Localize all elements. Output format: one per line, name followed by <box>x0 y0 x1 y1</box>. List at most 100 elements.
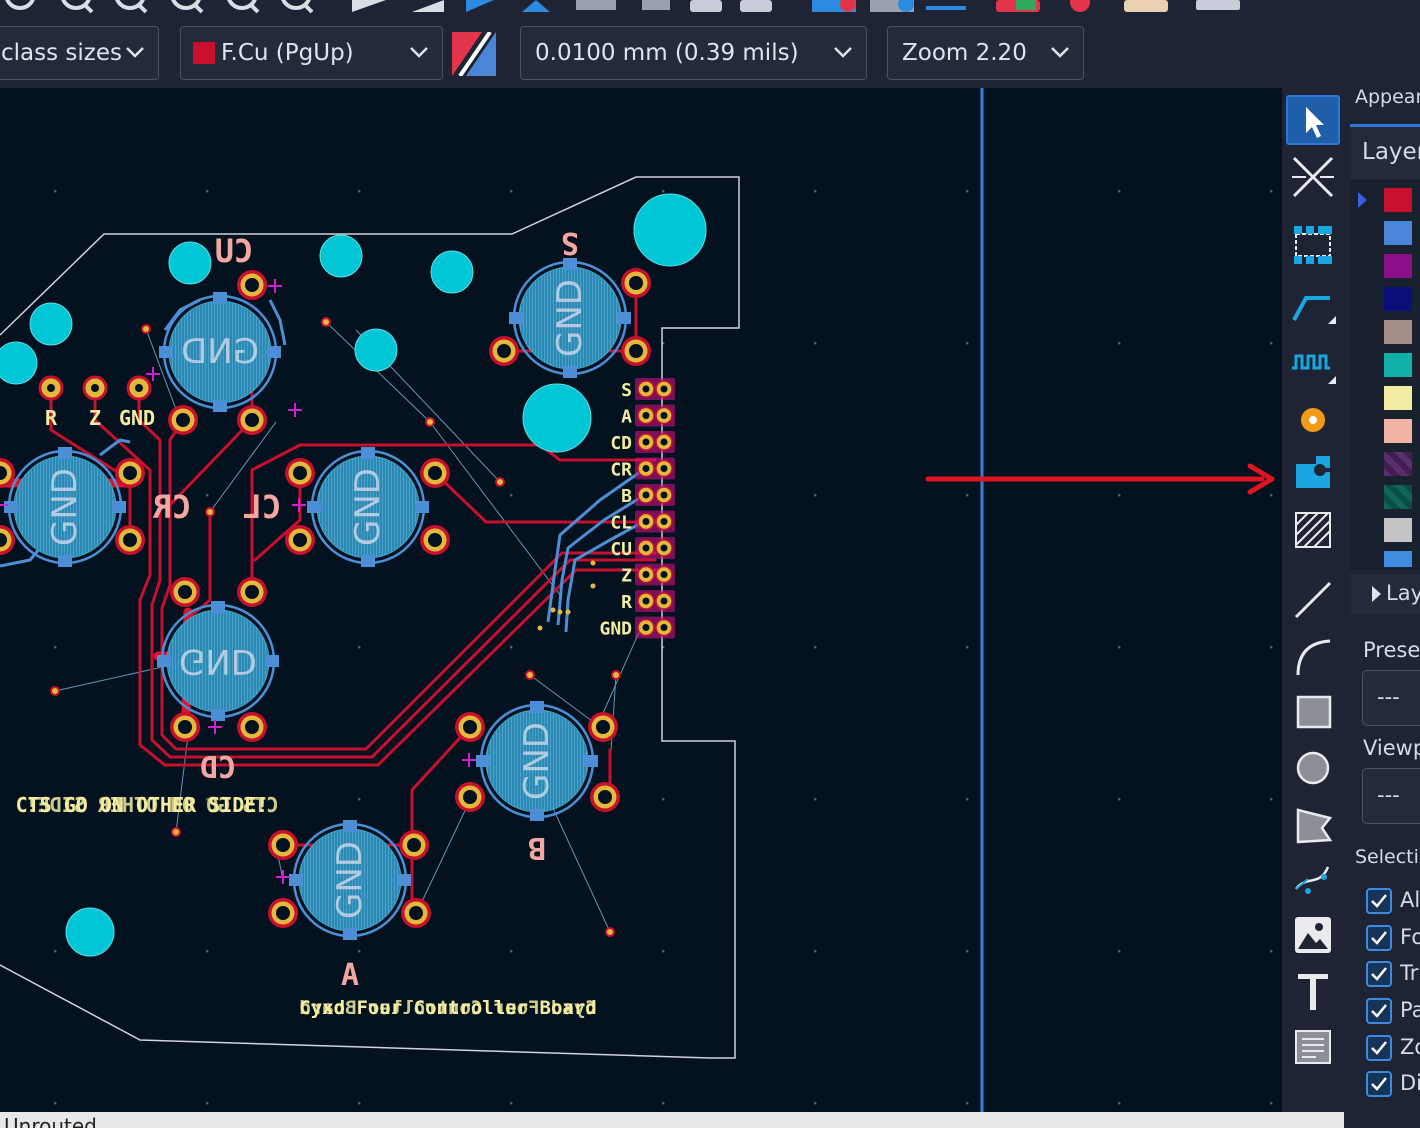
draw-bezier-tool[interactable] <box>1286 855 1340 905</box>
presets-label: Prese <box>1363 638 1420 662</box>
selection-filter-list: Al Fo Tr Pa Zo Di <box>1344 878 1420 1108</box>
appearance-panel: Appear Layer Lay Prese --- Viewp --- Sel… <box>1344 88 1420 1128</box>
back-title-text-mirrored: Cyxd Four Controller Board <box>299 997 596 1019</box>
board-outline <box>0 176 740 1059</box>
layers-tab[interactable]: Layer <box>1350 124 1420 179</box>
layer-pair-icon[interactable] <box>452 32 496 76</box>
viewports-label: Viewp <box>1363 736 1420 760</box>
draw-polygon-tool[interactable] <box>1286 800 1340 850</box>
layer-swatch[interactable] <box>1384 386 1412 410</box>
filter-dimensions-label: Di <box>1400 1071 1420 1095</box>
pointer-arrow-icon <box>1306 107 1324 138</box>
image-icon <box>1295 917 1331 953</box>
button-center-label: GND <box>517 722 557 800</box>
button-center-label: GND <box>330 841 370 919</box>
layer-dropdown[interactable]: F.Cu (PgUp) <box>180 26 443 80</box>
checkbox-checked-icon <box>1366 1071 1392 1097</box>
layer-swatch[interactable] <box>1384 188 1412 212</box>
draw-rectangle-tool[interactable] <box>1286 688 1340 738</box>
annotation-arrow <box>925 463 1275 495</box>
chevron-down-icon <box>410 47 428 58</box>
polygon-icon <box>1296 808 1333 844</box>
expand-triangle-icon <box>1372 586 1381 602</box>
tactile-button-footprint: GND <box>489 258 651 378</box>
draw-arc-tool[interactable] <box>1286 633 1340 683</box>
viewports-value: --- <box>1377 783 1400 807</box>
filter-dimensions-checkbox[interactable]: Di <box>1344 1061 1420 1097</box>
add-text-tool[interactable] <box>1286 968 1340 1018</box>
top-toolbar: class sizes F.Cu (PgUp) 0.0100 mm (0.39 … <box>0 0 1420 88</box>
chevron-down-icon <box>126 47 144 58</box>
layer-swatch[interactable] <box>1384 221 1412 245</box>
checkbox-checked-icon <box>1366 925 1392 951</box>
bezier-curve-icon <box>1294 866 1330 894</box>
tune-length-tool[interactable] <box>1286 338 1340 388</box>
layer-swatch[interactable] <box>1384 485 1412 509</box>
header-label-gnd: GND <box>119 406 155 430</box>
zoom-dropdown[interactable]: Zoom 2.20 <box>887 26 1084 80</box>
filter-zones-checkbox[interactable]: Zo <box>1344 1025 1420 1061</box>
back-note-text-mirrored: CTS GO ON OTHER SIDE! <box>26 793 279 817</box>
connector-pin-label: CL <box>610 513 632 534</box>
add-footprint-tool[interactable] <box>1286 220 1340 270</box>
grid-size-dropdown[interactable]: 0.0100 mm (0.39 mils) <box>520 26 867 80</box>
selection-filter-label: Selectio <box>1355 846 1420 868</box>
add-zone-tool[interactable] <box>1286 448 1340 498</box>
header-label-z: Z <box>89 406 101 430</box>
connector-pin-label: B <box>621 486 632 507</box>
circle-icon <box>1296 751 1330 785</box>
layer-color-swatch <box>193 42 215 64</box>
small-vias <box>537 560 596 631</box>
layers-tab-label: Layer <box>1362 139 1420 165</box>
layer-swatch[interactable] <box>1384 353 1412 377</box>
filter-all-checkbox[interactable]: Al <box>1344 878 1420 914</box>
vias <box>50 317 621 937</box>
rule-area-hatch-icon <box>1295 512 1331 548</box>
select-tool[interactable] <box>1286 95 1340 145</box>
draw-line-tool[interactable] <box>1286 575 1340 625</box>
add-image-tool[interactable] <box>1286 911 1340 961</box>
zoom-value: Zoom 2.20 <box>902 40 1027 66</box>
button-center-label: GND <box>179 641 257 681</box>
filter-all-label: Al <box>1400 888 1420 912</box>
tactile-button-footprint: GND <box>157 577 279 742</box>
layer-swatch[interactable] <box>1384 320 1412 344</box>
layer-swatch[interactable] <box>1384 452 1412 476</box>
layer-dropdown-value: F.Cu (PgUp) <box>221 40 354 66</box>
add-rule-area-tool[interactable] <box>1286 505 1340 555</box>
presets-value: --- <box>1377 685 1400 709</box>
layer-swatch[interactable] <box>1384 254 1412 278</box>
filter-pads-label: Pa <box>1400 998 1420 1022</box>
tactile-button-footprint: GND <box>159 270 281 435</box>
layer-swatch[interactable] <box>1384 518 1412 542</box>
filter-zones-label: Zo <box>1400 1035 1420 1059</box>
connector-pin-label: CU <box>610 539 632 560</box>
arc-icon <box>1296 639 1331 676</box>
filter-tracks-label: Tr <box>1400 961 1419 985</box>
layer-swatch[interactable] <box>1384 287 1412 311</box>
tactile-button-footprint: GND <box>455 701 620 821</box>
filter-footprints-checkbox[interactable]: Fo <box>1344 915 1420 951</box>
netclass-sizes-dropdown[interactable]: class sizes <box>0 26 159 80</box>
draw-circle-tool[interactable] <box>1286 744 1340 794</box>
viewports-dropdown[interactable]: --- <box>1362 768 1420 824</box>
add-via-tool[interactable] <box>1286 396 1340 446</box>
route-track-tool[interactable] <box>1286 278 1340 328</box>
tactile-button-footprint: GND <box>268 820 431 940</box>
filter-tracks-checkbox[interactable]: Tr <box>1344 951 1420 987</box>
checkbox-checked-icon <box>1366 998 1392 1024</box>
filter-pads-checkbox[interactable]: Pa <box>1344 988 1420 1024</box>
textbox-icon <box>1295 1030 1331 1064</box>
status-unrouted-text: Unrouted <box>4 1114 97 1128</box>
button-center-label: GND <box>45 468 85 546</box>
local-ratsnest-tool[interactable] <box>1286 152 1340 202</box>
presets-dropdown[interactable]: --- <box>1362 670 1420 726</box>
label-cl: CL <box>243 488 282 526</box>
layer-display-options-toggle[interactable]: Lay <box>1350 574 1420 614</box>
layer-swatch[interactable] <box>1384 551 1412 567</box>
chevron-down-icon <box>1051 47 1069 58</box>
mounting-holes <box>0 193 707 957</box>
layer-swatch[interactable] <box>1384 419 1412 443</box>
add-textbox-tool[interactable] <box>1286 1023 1340 1073</box>
